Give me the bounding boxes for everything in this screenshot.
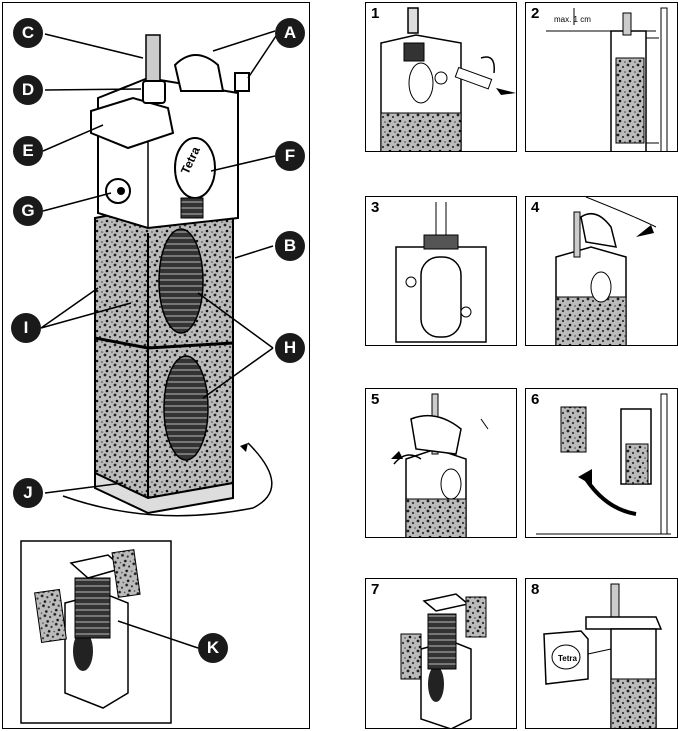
callout-i: I [11,313,41,343]
step-2-illustration [546,7,668,151]
callout-e: E [13,136,43,166]
step-8-panel: 8 Tetra [525,578,678,729]
step-6-panel: 6 [525,388,678,538]
step-number: 7 [371,581,380,598]
step-6-illustration [536,393,671,535]
callout-a: A [275,18,305,48]
callout-b: B [275,231,305,261]
filter-illustration: Tetra [20,30,279,724]
step-4-illustration [555,197,657,345]
callout-d: D [13,75,43,105]
step-number: 2 [531,5,540,22]
main-figure-frame: Tetra [2,2,310,729]
callout-k: K [198,633,228,663]
step-number: 6 [531,391,540,408]
step-1-illustration [380,7,516,151]
callout-j: J [13,478,43,508]
step-number: 1 [371,5,380,22]
step-5-panel: 5 [365,388,517,538]
callout-f: F [275,141,305,171]
step-8-illustration: Tetra [543,583,663,728]
step-number: 8 [531,581,540,598]
step-2-panel: 2 max. 1 cm [525,2,678,152]
step-3-panel: 3 [365,196,517,346]
brand-label-step8: Tetra [558,654,578,663]
step-3-illustration [395,202,487,343]
step-1-panel: 1 [365,2,517,152]
step-7-illustration [400,593,487,728]
step-number: 3 [371,199,380,216]
step-number: 4 [531,199,540,216]
dimension-label: max. 1 cm [554,15,591,24]
step-7-panel: 7 [365,578,517,729]
step-5-illustration [391,393,489,537]
callout-h: H [275,333,305,363]
step-4-panel: 4 [525,196,678,346]
callout-c: C [13,18,43,48]
callout-g: G [13,196,43,226]
step-number: 5 [371,391,380,408]
